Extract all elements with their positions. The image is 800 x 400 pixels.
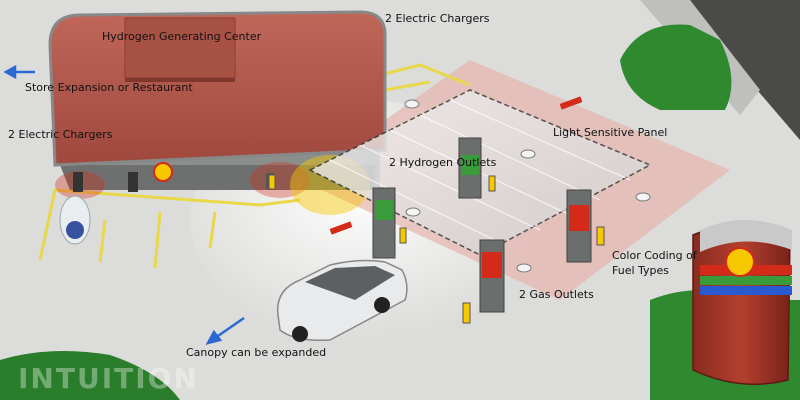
label-store-expansion: Store Expansion or Restaurant [25,81,193,94]
gas-pump-1 [480,240,504,312]
label-chargers-top: 2 Electric Chargers [385,12,489,25]
gas-pump-2 [567,190,591,262]
label-canopy: Canopy can be expanded [186,346,326,359]
shell-pylon-sign [693,220,792,384]
label-light-panel: Light Sensitive Panel [553,126,667,139]
charger-1 [73,172,83,192]
shell-logo-icon [726,248,754,276]
label-hydrogen-outlets: 2 Hydrogen Outlets [389,156,496,169]
watermark: INTUITION [18,362,199,395]
label-gas-outlets: 2 Gas Outlets [519,288,594,301]
charger-2 [128,172,138,192]
store-shell-logo [154,163,172,181]
label-hydrogen-center: Hydrogen Generating Center [102,30,261,43]
hydrogen-pump-1 [373,188,395,258]
label-chargers-left: 2 Electric Chargers [8,128,112,141]
label-color-coding: Color Coding of Fuel Types [612,248,702,278]
hydrogen-generator-block [125,18,235,78]
small-ev [60,196,90,244]
